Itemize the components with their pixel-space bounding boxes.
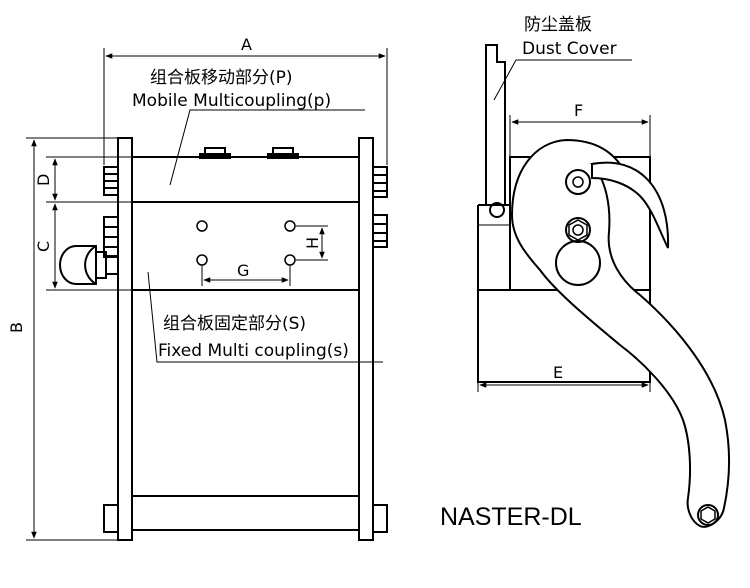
dim-c-label: C: [34, 241, 53, 252]
top-nut-left: [199, 147, 231, 159]
side-dimensions: [477, 59, 651, 392]
dim-e-label: E: [553, 363, 563, 382]
dim-f-label: F: [574, 101, 583, 120]
dim-a-label: A: [241, 35, 252, 54]
fixed-leader: [147, 271, 383, 363]
top-nut-right: [267, 147, 299, 159]
pivot-upper: [565, 169, 591, 195]
hole-bottom-right: [284, 254, 296, 266]
right-side-plate: [358, 137, 374, 541]
fixed-label-en: Fixed Multi coupling(s): [158, 341, 349, 361]
mobile-leader: [169, 109, 365, 186]
model-name: NASTER-DL: [440, 503, 582, 531]
mobile-label-cn: 组合板移动部分(P): [150, 68, 293, 88]
lever-end-ring: [697, 504, 719, 526]
lever-arm: [510, 138, 730, 528]
shaft-circle: [555, 240, 601, 286]
hook: [591, 161, 670, 249]
dust-cover-leader: [493, 59, 632, 101]
front-view: [59, 137, 388, 541]
side-view: [477, 44, 730, 528]
hole-top-left: [196, 220, 208, 232]
fixed-plate: [131, 201, 360, 291]
knob: [59, 245, 119, 285]
right-foot: [372, 504, 388, 533]
hole-bottom-left: [196, 254, 208, 266]
left-side-plate: [117, 137, 133, 541]
left-foot: [103, 504, 119, 533]
mobile-label-en: Mobile Multicoupling(p): [132, 91, 331, 111]
front-dimensions: [26, 48, 388, 541]
fixed-label-cn: 组合板固定部分(S): [163, 314, 306, 334]
dust-cover-plate: [485, 44, 506, 206]
dim-d-label: D: [34, 174, 53, 186]
right-bolt-lower: [372, 214, 388, 248]
dim-b-label: B: [7, 322, 26, 333]
hole-top-right: [284, 220, 296, 232]
dust-cover-label-cn: 防尘盖板: [524, 15, 592, 35]
dim-h-label: H: [303, 237, 322, 249]
dust-cover-hinge: [489, 202, 505, 218]
dust-cover-label-en: Dust Cover: [522, 39, 617, 59]
mobile-plate: [131, 156, 360, 203]
bottom-bar: [131, 495, 360, 531]
dim-g-label: G: [237, 261, 249, 280]
